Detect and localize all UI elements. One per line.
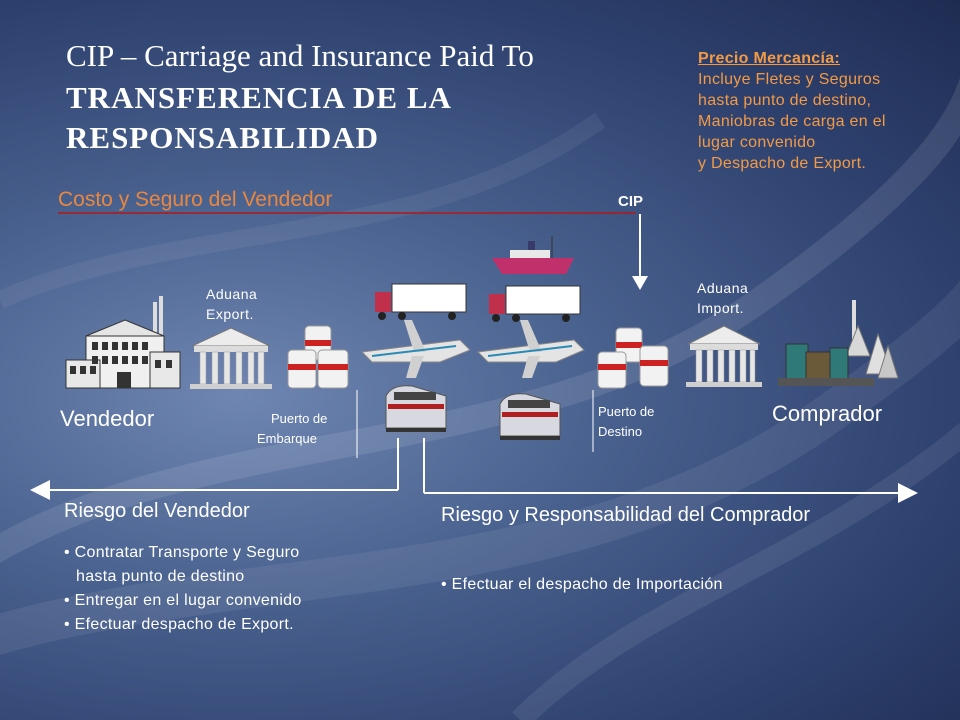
price-note-line: hasta punto de destino, [698, 92, 872, 109]
cost-label: Costo y Seguro del Vendedor [58, 188, 333, 211]
label-line: Embarque [257, 431, 317, 446]
list-item: Efectuar despacho de Export. [64, 613, 404, 637]
label-line: Export. [206, 306, 254, 322]
customs-import-label: Aduana Import. [697, 278, 748, 318]
buyer-risk-arrow [423, 438, 918, 503]
ship-icon [492, 236, 574, 274]
list-item: Entregar en el lugar convenido [64, 589, 404, 613]
cip-marker-label: CIP [618, 193, 644, 210]
price-note: Precio Mercancía: Incluye Fletes y Segur… [698, 48, 948, 174]
label-line: Puerto de [271, 411, 328, 426]
list-item: Efectuar el despacho de Importación [441, 573, 861, 597]
containers-icon [287, 325, 349, 389]
seller-label: Vendedor [60, 406, 155, 431]
airplane-icon [360, 320, 471, 378]
buyer-obligations-list: Efectuar el despacho de Importación [441, 573, 861, 597]
cip-arrow [632, 214, 648, 290]
price-note-line: lugar convenido [698, 134, 816, 151]
airplane-icon [476, 320, 585, 378]
seller-risk-title: Riesgo del Vendedor [64, 500, 250, 522]
train-icon [499, 393, 561, 440]
buyer-label: Comprador [772, 401, 883, 426]
label-line: Import. [697, 300, 745, 316]
factory-icon [65, 296, 181, 389]
train-icon [385, 385, 447, 432]
price-note-line: Incluye Fletes y Seguros [698, 71, 881, 88]
list-item-continuation: hasta punto de destino [76, 568, 245, 585]
customs-export-label: Aduana Export. [206, 284, 257, 324]
title-line-1: CIP – Carriage and Insurance Paid To [66, 38, 534, 73]
truck-icon [489, 285, 581, 322]
list-item: Contratar Transporte y Seguro [64, 541, 404, 565]
seller-risk-arrow [30, 438, 399, 500]
label-line: Puerto de [598, 404, 655, 419]
seller-obligations-list: Contratar Transporte y Seguro hasta punt… [64, 541, 404, 637]
customs-building-icon [190, 327, 272, 389]
customs-building-icon [686, 325, 762, 387]
label-line: Aduana [206, 286, 258, 302]
port-embarque-label: Puerto de Embarque [257, 409, 328, 449]
port-destino-label: Puerto de Destino [598, 402, 654, 442]
price-note-line: y Despacho de Export. [698, 155, 867, 172]
containers-icon [597, 327, 669, 389]
title-line-2: TRANSFERENCIA DE LA RESPONSABILIDAD [66, 80, 451, 155]
price-note-line: Maniobras de carga en el [698, 113, 886, 130]
buyer-risk-title: Riesgo y Responsabilidad del Comprador [441, 504, 811, 526]
truck-icon [375, 283, 467, 320]
label-line: Destino [598, 424, 643, 439]
price-note-title: Precio Mercancía: [698, 50, 841, 67]
label-line: Aduana [697, 280, 749, 296]
industrial-plant-icon [778, 300, 899, 386]
